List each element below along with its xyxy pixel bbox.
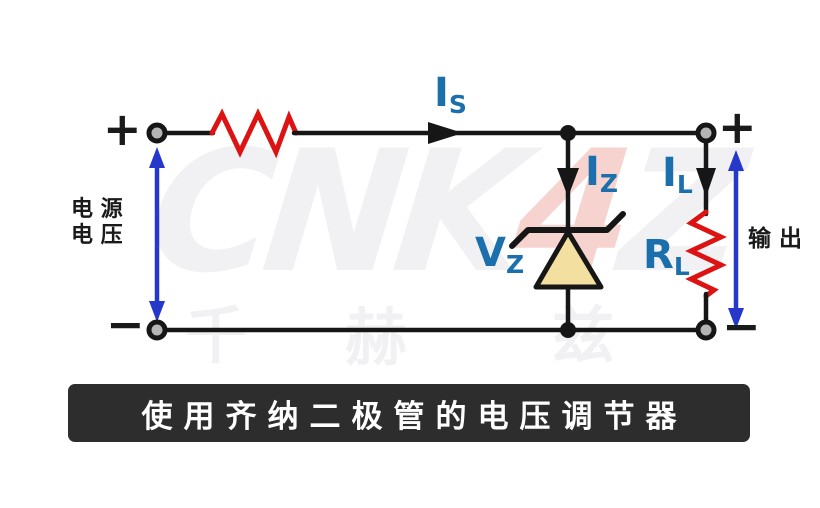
caption-text: 使用齐纳二极管的电压调节器	[141, 398, 688, 435]
terminal-output-minus	[695, 319, 717, 341]
source-voltage-line1: 电 源	[71, 197, 123, 222]
series-resistor	[209, 108, 299, 159]
caption-bar: 使用齐纳二极管的电压调节器	[68, 384, 750, 442]
is-current-arrow	[428, 122, 463, 144]
output-arrow-down-head	[728, 308, 744, 329]
is-label-main: I	[434, 70, 449, 116]
terminal-input-minus	[146, 319, 168, 341]
il-current-arrow	[696, 168, 716, 197]
iz-label: IZ	[585, 152, 618, 204]
il-label-sub: L	[676, 170, 693, 199]
il-label: IL	[662, 153, 693, 205]
rl-label-main: R	[643, 232, 674, 278]
output-label: 输 出	[748, 226, 803, 252]
iz-label-sub: Z	[599, 169, 619, 198]
input-plus-sign: +	[103, 102, 142, 156]
source-arrow-down-head	[149, 301, 165, 322]
terminal-output-plus	[695, 122, 717, 144]
watermark-char-qian: 千	[185, 299, 248, 372]
zener-diode-triangle	[533, 229, 604, 290]
input-minus-sign: −	[106, 297, 145, 351]
junction-top	[560, 125, 576, 141]
source-voltage-label: 电 源电 压	[71, 197, 123, 249]
is-label: IS	[434, 73, 467, 125]
output-minus-sign: −	[722, 299, 761, 353]
il-label-main: I	[662, 150, 677, 196]
is-label-sub: S	[448, 90, 467, 119]
load-resistor	[685, 209, 727, 299]
output-plus-sign: +	[718, 100, 757, 154]
terminal-input-plus	[146, 122, 168, 144]
source-arrow-up-head	[149, 147, 165, 168]
vz-label-main: V	[475, 230, 506, 276]
vz-label: VZ	[475, 233, 524, 285]
source-voltage-line2: 电 压	[71, 223, 123, 248]
iz-current-arrow	[557, 168, 579, 197]
junction-bottom	[560, 322, 576, 338]
output-arrow-up-head	[728, 150, 744, 171]
vz-label-sub: Z	[505, 250, 525, 279]
watermark-char-he: 赫	[345, 301, 408, 374]
rl-label-sub: L	[673, 252, 690, 281]
rl-label: RL	[643, 235, 690, 287]
iz-label-main: I	[585, 149, 600, 195]
